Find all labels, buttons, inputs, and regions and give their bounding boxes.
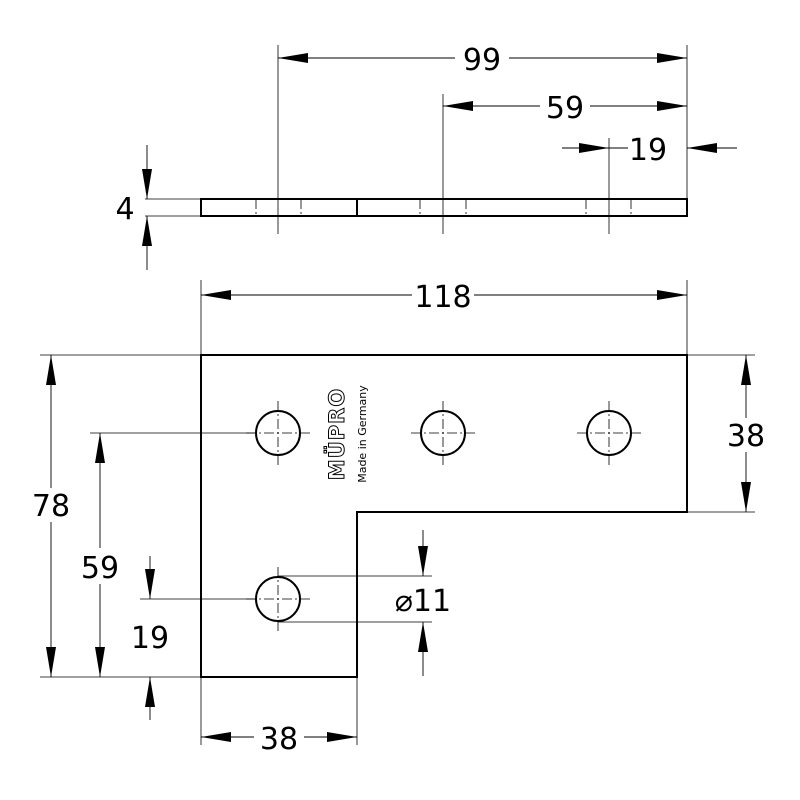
dimension-right-height-label: 38	[727, 419, 765, 454]
dimension-hole-height: 59	[81, 433, 119, 677]
dimension-overall-height-label: 78	[32, 489, 70, 524]
branding: MÜPRO Made in Germany	[324, 385, 370, 483]
dimension-side-short: 19	[562, 133, 737, 168]
dimension-side-short-label: 19	[629, 133, 667, 168]
dimension-bottom-hole-offset: 19	[131, 556, 169, 720]
dimension-bottom-width-label: 38	[260, 722, 298, 757]
hole-top-middle	[411, 401, 475, 465]
dimension-side-middle-label: 59	[546, 91, 584, 126]
dimension-hole-diameter-label: ⌀11	[395, 584, 451, 619]
dimension-bottom-hole-offset-label: 19	[131, 621, 169, 656]
dimension-right-height: 38	[727, 355, 765, 512]
dimension-side-total-label: 99	[463, 43, 501, 78]
l-plate-outline	[200, 354, 688, 678]
side-view: 99 59 19 4	[115, 43, 737, 270]
side-view-hidden-lines	[255, 199, 632, 216]
dimension-side-total: 99	[278, 43, 687, 78]
dimension-side-middle: 59	[443, 91, 687, 126]
dimension-overall-width-label: 118	[414, 280, 471, 315]
made-in-label: Made in Germany	[356, 385, 369, 483]
dimension-thickness: 4	[115, 145, 152, 270]
side-view-plate	[200, 198, 688, 217]
brand-logo: MÜPRO	[324, 388, 349, 480]
dimension-bottom-width: 38	[201, 722, 357, 757]
dimension-thickness-label: 4	[115, 192, 134, 227]
front-view: MÜPRO Made in Germany 118 38	[32, 280, 765, 757]
dimension-hole-diameter: ⌀11	[395, 530, 451, 676]
dimension-hole-height-label: 59	[81, 551, 119, 586]
hole-top-right	[577, 401, 641, 465]
dimension-overall-width: 118	[201, 280, 687, 315]
dimension-overall-height: 78	[32, 355, 70, 677]
